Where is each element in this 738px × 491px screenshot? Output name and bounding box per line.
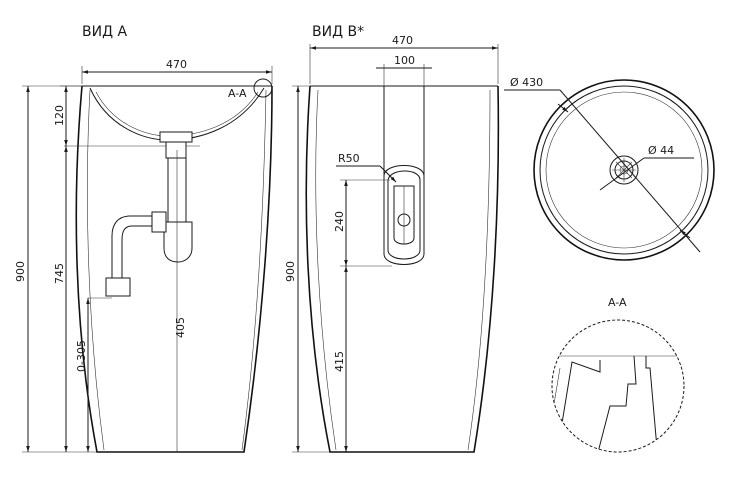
view-a-dim-trap: 405 <box>174 317 187 338</box>
top-view-dim-drain: Ø 44 <box>599 144 694 191</box>
top-view: Ø 430 Ø 44 <box>504 76 715 261</box>
view-a-body-label: 745 <box>53 263 66 284</box>
view-b-opening <box>383 86 425 265</box>
view-b-opening-height-label: 240 <box>333 211 346 232</box>
view-a-dim-width: 470 <box>81 58 273 84</box>
view-a-title: ВИД А <box>82 24 127 40</box>
siphon <box>88 131 193 452</box>
section-title: A-A <box>608 296 627 309</box>
view-b-radius-label: R50 <box>338 152 360 165</box>
view-b-dim-opening-width: 100 <box>376 54 432 86</box>
view-a-dim-body: 745 <box>53 146 68 452</box>
view-b-dim-total: 900 <box>284 85 330 453</box>
top-view-dim-outer: Ø 430 <box>504 76 701 253</box>
view-b: ВИД В* 470 100 <box>284 24 500 453</box>
view-a-total-label: 900 <box>14 261 27 282</box>
view-b-body <box>305 85 500 453</box>
view-b-total-label: 900 <box>284 261 297 282</box>
section-callout: A-A <box>228 78 273 100</box>
view-b-dim-radius: R50 <box>336 152 397 183</box>
view-a: ВИД А A-A <box>14 24 273 453</box>
view-a-dim-drain: 0-305 <box>75 298 90 452</box>
top-view-drain-label: Ø 44 <box>648 144 674 157</box>
section-a-a: A-A <box>551 296 685 453</box>
view-a-dim-total: 900 <box>14 85 97 453</box>
view-b-opening-width-label: 100 <box>394 54 415 67</box>
view-b-title: ВИД В* <box>312 24 364 40</box>
view-a-drain-label: 0-305 <box>75 340 88 372</box>
view-b-opening-offset-label: 415 <box>333 351 346 372</box>
view-b-dim-opening-offset: 415 <box>333 266 348 452</box>
top-view-outer-label: Ø 430 <box>510 76 543 89</box>
view-a-trap-label: 405 <box>174 317 187 338</box>
view-a-width-label: 470 <box>166 58 187 71</box>
view-a-rim-label: 120 <box>53 105 66 126</box>
view-b-dim-width: 470 <box>309 34 499 84</box>
view-b-dim-opening-height: 240 <box>333 179 392 267</box>
view-b-width-label: 470 <box>392 34 413 47</box>
section-callout-label: A-A <box>228 87 247 100</box>
